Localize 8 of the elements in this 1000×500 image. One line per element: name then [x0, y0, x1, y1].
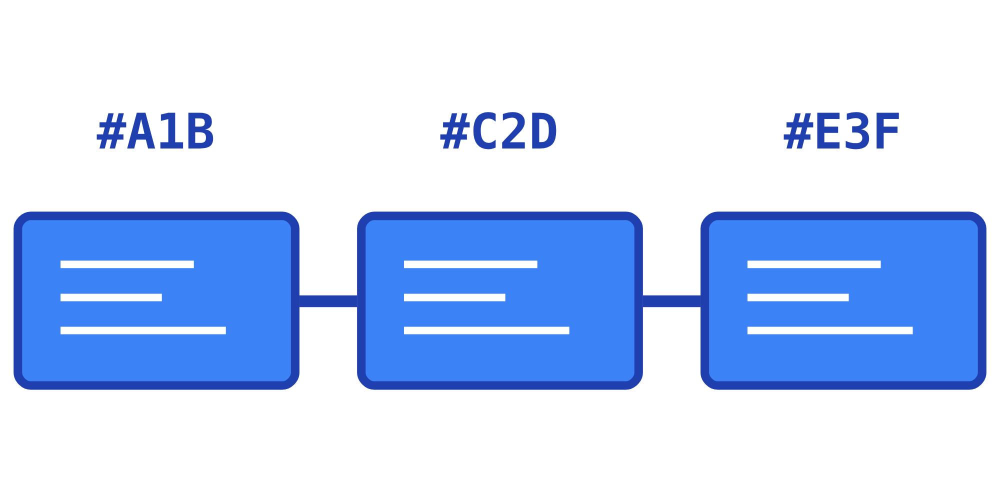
node-label: #C2D	[440, 102, 558, 160]
node-box	[700, 212, 986, 390]
node-box	[357, 212, 643, 390]
connector	[299, 295, 358, 308]
node-box	[14, 212, 300, 390]
node-label: #E3F	[784, 102, 902, 160]
connector	[642, 295, 701, 308]
node-label: #A1B	[96, 102, 215, 160]
